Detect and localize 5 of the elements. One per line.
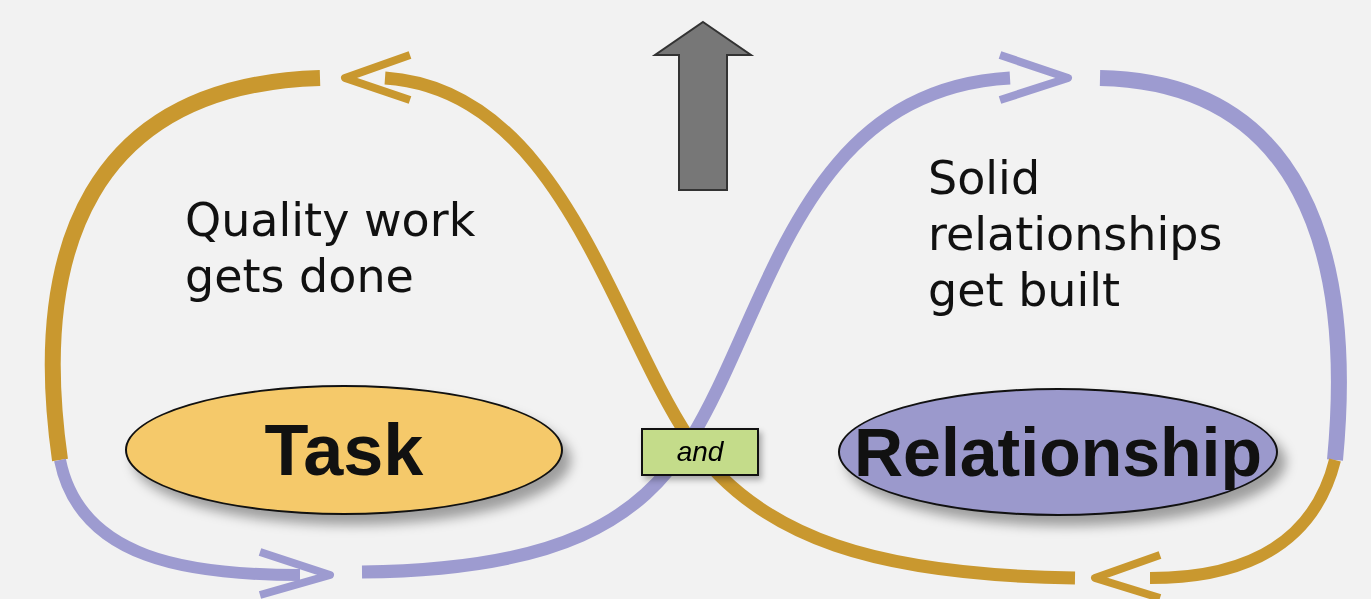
task-ellipse: Task [125,385,563,515]
outcome-text: Solid relationships get built [928,150,1224,318]
relationship-ellipse: Relationship [838,388,1278,516]
connector-box: and [641,428,759,476]
outcome-text: Quality work gets done [185,192,477,304]
